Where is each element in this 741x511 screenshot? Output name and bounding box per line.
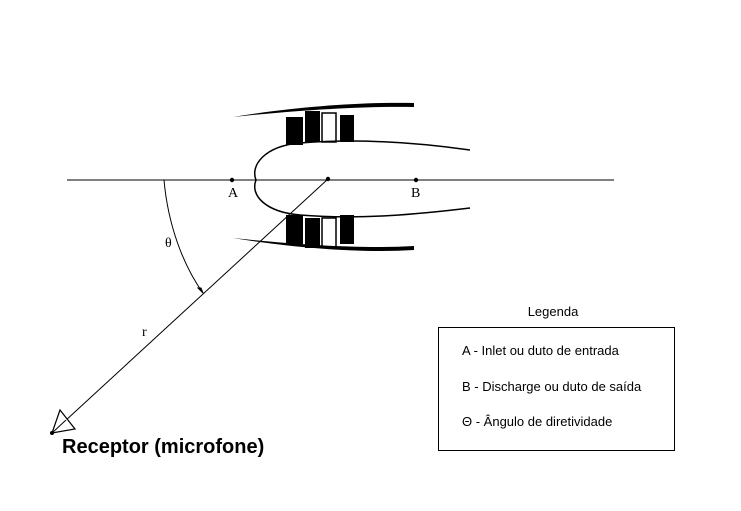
point-a-label: A bbox=[228, 186, 239, 201]
legend-item-discharge: B - Discharge ou duto de saída bbox=[462, 379, 642, 394]
point-b-marker bbox=[413, 177, 419, 183]
angle-label: θ bbox=[165, 236, 172, 251]
legend-item-directivity-angle: Θ - Ângulo de diretividade bbox=[462, 414, 613, 429]
radius-line bbox=[51, 178, 329, 434]
lower-nacelle-shell bbox=[233, 238, 414, 251]
angle-arrowhead bbox=[196, 287, 204, 294]
legend-title: Legenda bbox=[527, 304, 579, 319]
inner-core-curve bbox=[254, 140, 471, 218]
legend-item-inlet: A - Inlet ou duto de entrada bbox=[462, 343, 619, 358]
distance-label: r bbox=[142, 325, 147, 340]
microphone-icon bbox=[50, 408, 77, 435]
upper-nacelle-shell bbox=[233, 102, 414, 117]
legend-box: A - Inlet ou duto de entrada B - Dischar… bbox=[438, 327, 675, 451]
receptor-label: Receptor (microfone) bbox=[62, 436, 265, 458]
upper-blade-row bbox=[286, 111, 354, 145]
angle-arc bbox=[163, 179, 204, 294]
point-a-marker bbox=[229, 177, 235, 183]
point-b-label: B bbox=[411, 186, 420, 201]
lower-blade-row bbox=[286, 215, 354, 248]
